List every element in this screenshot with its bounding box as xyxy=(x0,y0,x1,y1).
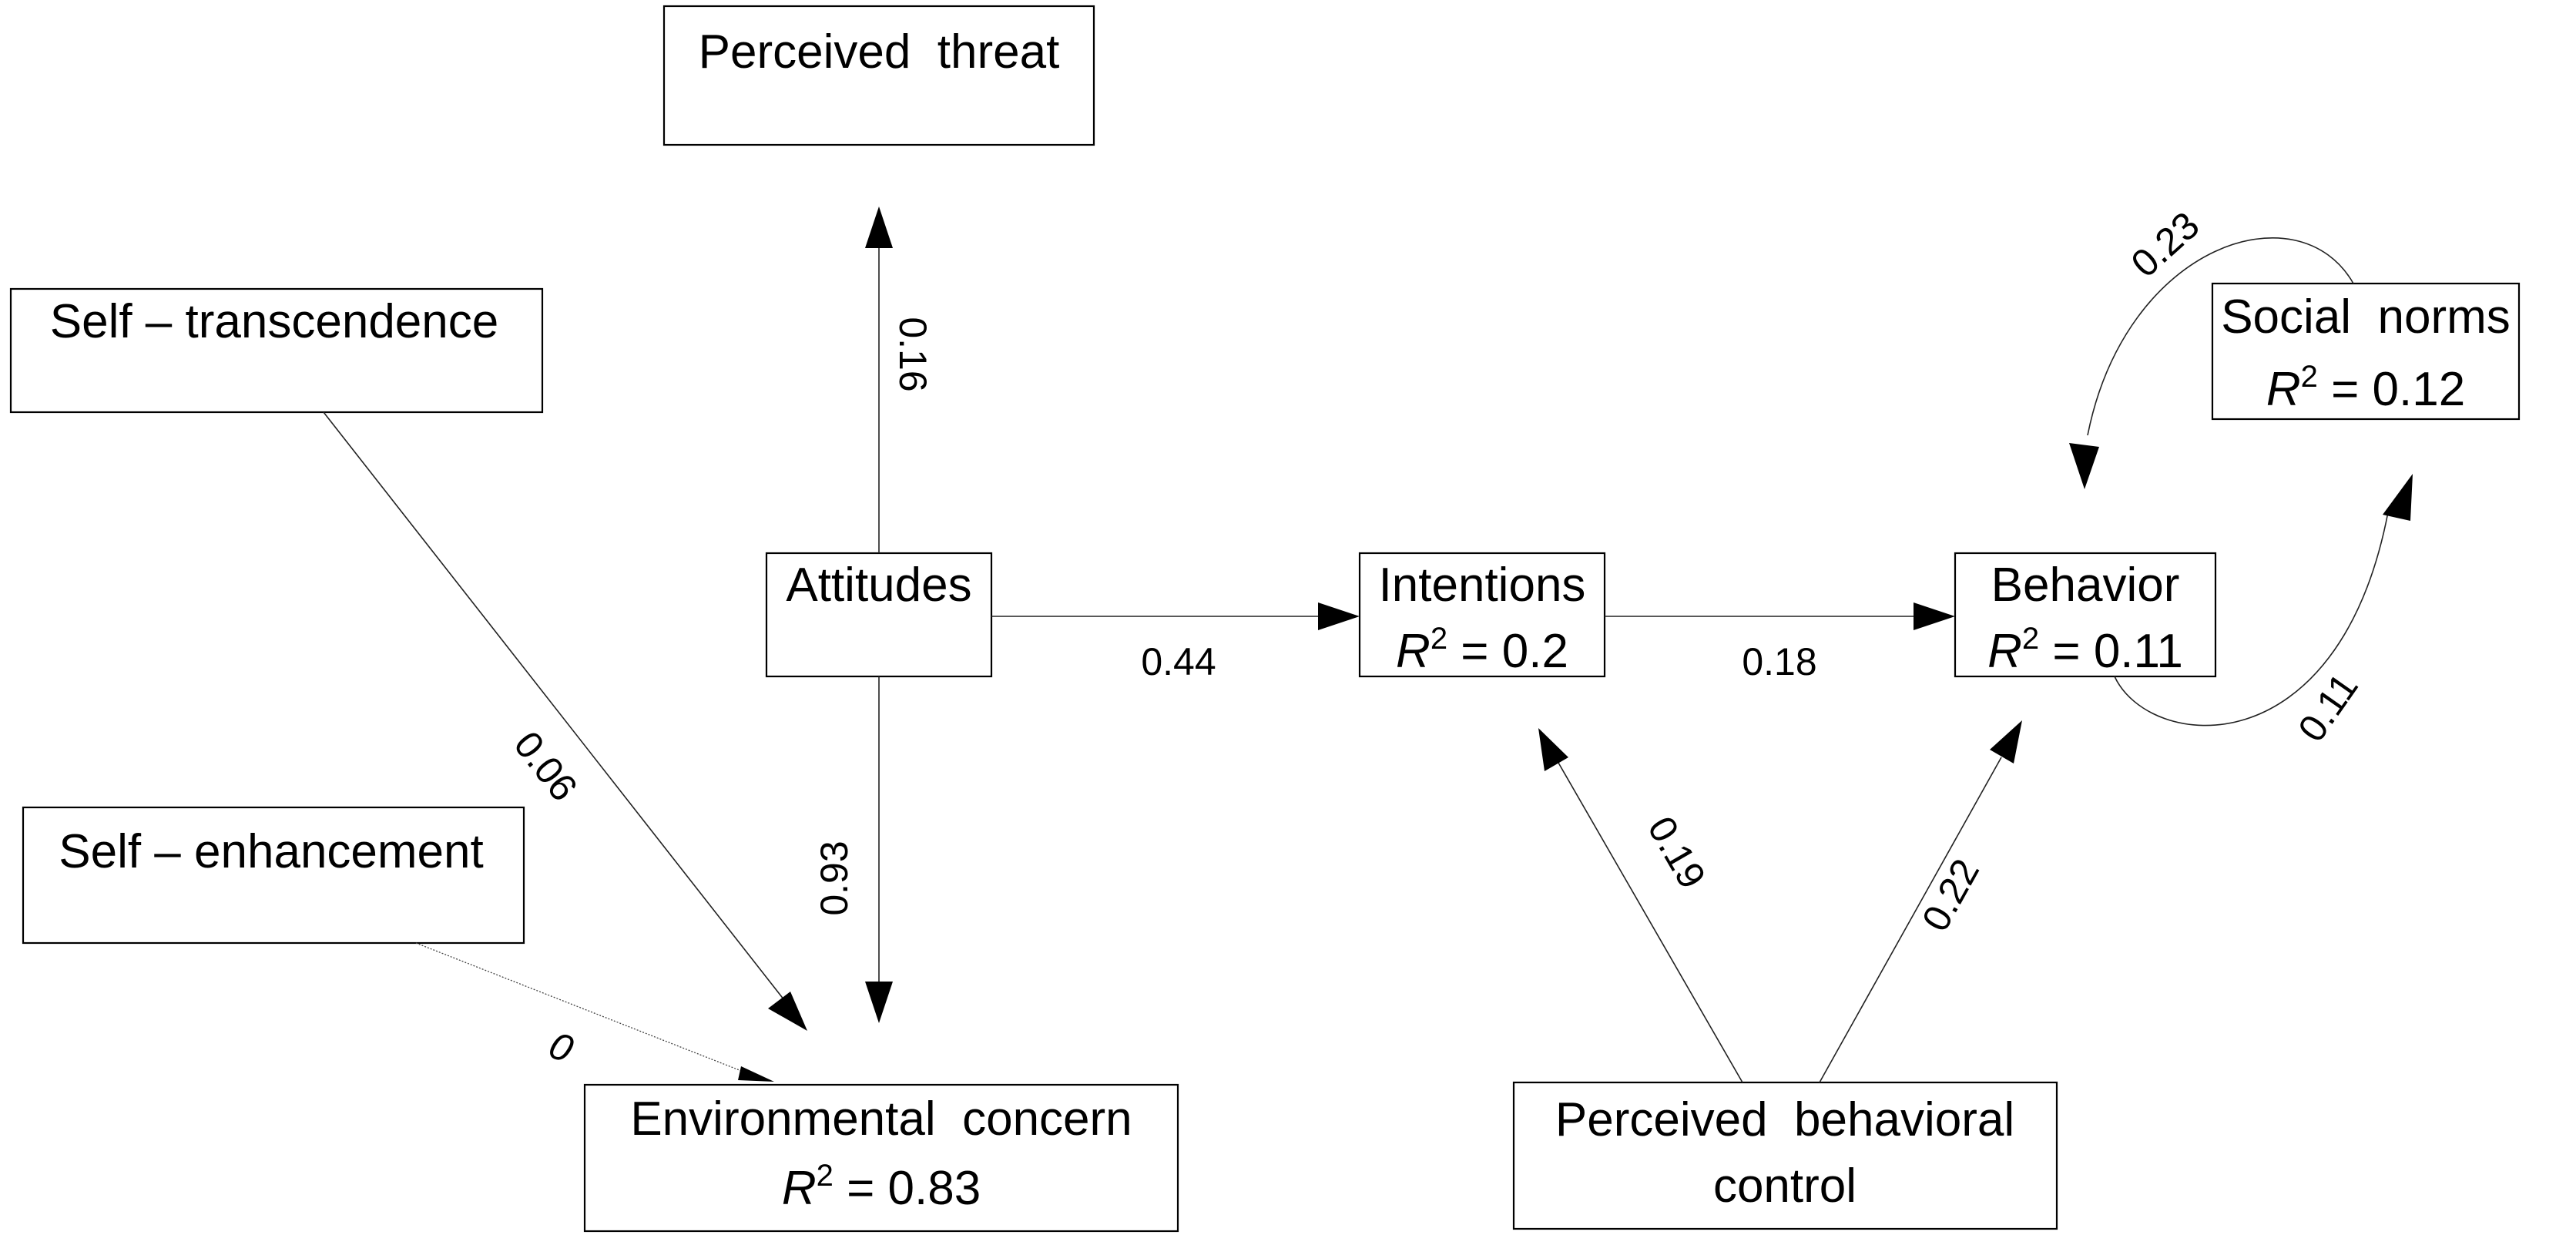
path-attitudes-to-concern: 0.93 xyxy=(813,676,893,1023)
path-attitudes-to-threat: 0.16 xyxy=(865,206,934,553)
path-coefficient: 0.18 xyxy=(1742,640,1816,683)
arrowhead-icon xyxy=(1538,728,1568,771)
node-social-norms: Social norms R2 = 0.12 xyxy=(2211,282,2521,421)
node-environmental-concern: Environmental concern R2 = 0.83 xyxy=(583,1083,1179,1233)
node-perceived-behavioral-control: Perceived behavioral control xyxy=(1512,1081,2058,1230)
arrowhead-icon xyxy=(2069,443,2099,489)
arrowhead-icon xyxy=(2383,474,2413,521)
node-attitudes: Attitudes xyxy=(765,552,993,678)
node-label: Attitudes xyxy=(786,559,971,612)
path-coefficient: 0.11 xyxy=(2289,666,2366,750)
r2-value: R2 = 0.83 xyxy=(782,1159,981,1215)
node-self-transcendence: Self – transcendence xyxy=(9,287,544,414)
node-intentions: Intentions R2 = 0.2 xyxy=(1358,552,1606,678)
node-label: Social norms xyxy=(2221,290,2511,344)
r2-value: R2 = 0.11 xyxy=(1987,622,2183,678)
arrowhead-icon xyxy=(1318,602,1360,630)
path-intentions-to-behavior: 0.18 xyxy=(1605,602,1955,683)
node-label: control xyxy=(1713,1159,1857,1213)
node-label: Perceived behavioral xyxy=(1555,1093,2014,1146)
node-self-enhancement: Self – enhancement xyxy=(22,806,525,945)
path-coefficient: 0.16 xyxy=(891,317,934,391)
node-label: Self – transcendence xyxy=(50,295,499,348)
path-attitudes-to-intentions: 0.44 xyxy=(991,602,1360,683)
node-label: Environmental concern xyxy=(630,1092,1132,1146)
arrowhead-icon xyxy=(865,982,893,1023)
arrowhead-icon xyxy=(738,1066,774,1082)
r2-value: R2 = 0.2 xyxy=(1396,622,1568,678)
path-pbc-to-behavior: 0.22 xyxy=(1819,720,2022,1083)
path-coefficient: 0.93 xyxy=(813,841,856,915)
path-coefficient: 0 xyxy=(543,1023,579,1071)
node-label: Perceived threat xyxy=(699,25,1060,79)
path-coefficient: 0.44 xyxy=(1141,640,1216,683)
arrowhead-icon xyxy=(768,992,807,1031)
path-pbc-to-intentions: 0.19 xyxy=(1538,728,1743,1083)
path-coefficient: 0.06 xyxy=(505,723,585,809)
path-coefficient: 0.23 xyxy=(2123,203,2208,286)
node-label: Self – enhancement xyxy=(59,825,484,878)
r2-value: R2 = 0.12 xyxy=(2266,360,2465,416)
arrowhead-icon xyxy=(1914,602,1955,630)
path-coefficient: 0.19 xyxy=(1639,809,1714,895)
node-label: Behavior xyxy=(1991,559,2180,612)
node-perceived-threat: Perceived threat xyxy=(662,5,1095,146)
arrowhead-icon xyxy=(865,206,893,248)
node-label: Intentions xyxy=(1379,559,1586,612)
node-behavior: Behavior R2 = 0.11 xyxy=(1954,552,2217,678)
path-enhancement-to-concern: 0 xyxy=(415,942,774,1082)
arrowhead-icon xyxy=(1990,720,2022,763)
